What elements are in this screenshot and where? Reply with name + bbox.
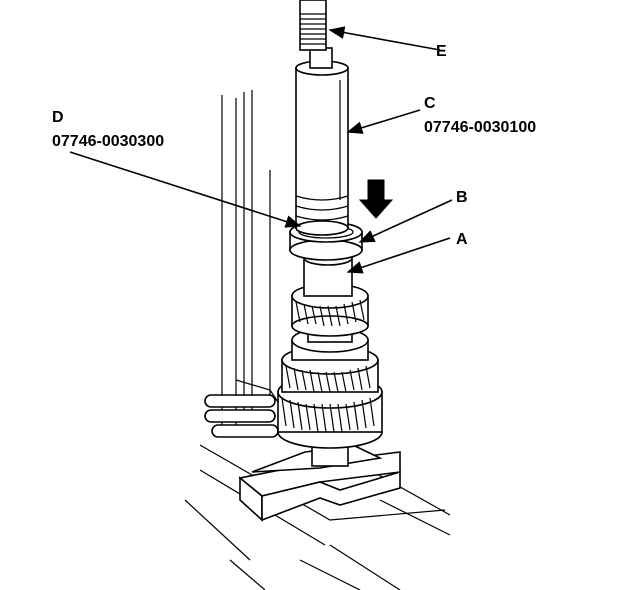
bearing-ring-b xyxy=(289,221,363,261)
callout-c-part-number: 07746-0030100 xyxy=(424,119,536,136)
callout-b-label: B xyxy=(456,189,468,206)
threaded-rod-e xyxy=(299,0,333,69)
callout-e-label: E xyxy=(436,43,447,60)
support-frame xyxy=(221,90,281,430)
side-rods xyxy=(204,394,279,438)
callout-a-label: A xyxy=(456,231,468,248)
driver-tool-c xyxy=(295,60,349,236)
leader-lines xyxy=(69,26,453,274)
gear-stack xyxy=(277,283,383,467)
callout-c-label: C xyxy=(424,95,436,112)
callout-d-part-number: 07746-0030300 xyxy=(52,133,164,150)
callout-d-label: D xyxy=(52,109,64,126)
down-arrow-icon xyxy=(358,179,394,219)
